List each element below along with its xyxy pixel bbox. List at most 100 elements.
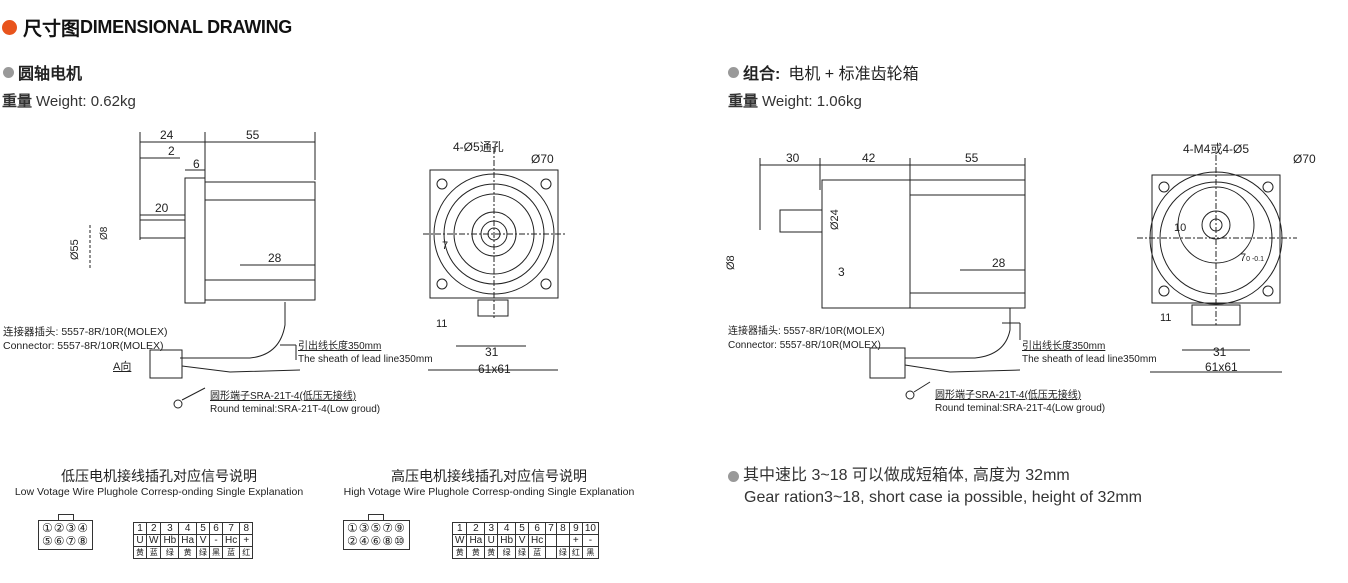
table-cell: 红 — [568, 546, 583, 559]
table-cell: 10 — [581, 522, 599, 535]
table-cell: V — [515, 534, 530, 547]
table-cell: 4 — [178, 522, 198, 535]
left-connector-note: 连接器插头: 5557-8R/10R(MOLEX) Connector: 555… — [3, 326, 168, 352]
left-dim-11: 11 — [436, 318, 448, 330]
orange-bullet-icon — [2, 20, 17, 35]
high-voltage-plug-icon: ①③⑤⑦⑨ ②④⑥⑧⑩ — [343, 514, 410, 550]
table-cell: 4 — [497, 522, 517, 535]
table-cell: 黄 — [451, 546, 468, 559]
right-dim-10: 10 — [1174, 222, 1187, 234]
table-cell: 1 — [133, 522, 147, 535]
table-cell: 黄 — [466, 546, 486, 559]
table-cell: Hc — [222, 534, 241, 547]
table-cell: 黑 — [209, 546, 224, 559]
dim-42: 42 — [862, 151, 876, 165]
dim-55: 55 — [965, 151, 979, 165]
left-side-view-drawing: 24 55 2 6 20 28 Ø55 Ø8 — [69, 128, 316, 409]
dim-3: 3 — [838, 265, 845, 279]
table-cell: Hb — [160, 534, 180, 547]
dim-phi55: Ø55 — [69, 239, 81, 260]
right-dim-7: 70 -0.1 — [1240, 252, 1265, 264]
left-subtitle: 圆轴电机 — [3, 60, 82, 84]
table-cell: + — [568, 534, 583, 547]
table-cell: 绿 — [515, 546, 530, 559]
gray-bullet-icon — [728, 66, 739, 78]
dim-28: 28 — [268, 251, 282, 265]
low-voltage-plug-icon: ①②③④ ⑤⑥⑦⑧ — [38, 514, 94, 550]
table-cell: 绿 — [555, 546, 570, 559]
left-dim-61x61: 61x61 — [478, 362, 511, 376]
color-row: 黄蓝绿黄绿黑蓝红 — [133, 546, 254, 559]
table-cell: 黄 — [484, 546, 499, 559]
table-cell: Hc — [528, 534, 547, 547]
table-cell: 黄 — [178, 546, 198, 559]
table-cell: 7 — [222, 522, 241, 535]
table-cell: 8 — [239, 522, 254, 535]
table-cell: 6 — [209, 522, 224, 535]
right-terminal-note: 圆形端子SRA-21T-4(低压无接线) Round teminal:SRA-2… — [935, 390, 1106, 414]
table-cell: Ha — [178, 534, 198, 547]
dim-30: 30 — [786, 151, 800, 165]
table-cell: 绿 — [196, 546, 211, 559]
left-a-direction: A向 — [113, 361, 132, 373]
table-cell: 红 — [239, 546, 254, 559]
title-cn: 尺寸图 — [23, 19, 81, 40]
left-terminal-note: 圆形端子SRA-21T-4(低压无接线) Round teminal:SRA-2… — [210, 391, 381, 415]
table-cell: 1 — [451, 522, 468, 535]
title-en: DIMENSIONAL DRAWING — [80, 17, 292, 37]
table-cell: 3 — [484, 522, 499, 535]
right-front-view-drawing — [1137, 155, 1297, 373]
table-cell: 9 — [568, 522, 583, 535]
left-dim-7: 7 — [442, 240, 449, 252]
table-cell: + — [239, 534, 254, 547]
gear-ratio-note: 其中速比 3~18 可以做成短箱体, 高度为 32mm Gear ration3… — [728, 465, 1142, 509]
table-cell: Hb — [497, 534, 517, 547]
dim-28: 28 — [992, 256, 1006, 270]
dim-2: 2 — [168, 144, 175, 158]
table-cell — [545, 546, 557, 559]
table-cell: 7 — [545, 522, 557, 535]
table-cell: 蓝 — [222, 546, 241, 559]
dim-6: 6 — [193, 157, 200, 171]
table-cell — [545, 534, 557, 547]
dim-20: 20 — [155, 201, 169, 215]
dim-phi24: Ø24 — [829, 209, 841, 230]
dim-phi8: Ø8 — [99, 226, 110, 240]
table-cell: 2 — [466, 522, 486, 535]
table-cell: U — [133, 534, 147, 547]
table-cell: 蓝 — [145, 546, 162, 559]
table-cell: - — [209, 534, 224, 547]
high-voltage-section: 高压电机接线插孔对应信号说明 High Votage Wire Plughole… — [343, 468, 635, 498]
table-cell: V — [196, 534, 211, 547]
table-cell: W — [451, 534, 468, 547]
right-dim-31: 31 — [1213, 345, 1227, 359]
left-dim-31: 31 — [485, 345, 499, 359]
right-lead-note: 引出线长度350mm The sheath of lead line350mm — [1022, 341, 1157, 365]
right-subtitle: 组合: 电机 + 标准齿轮箱 — [728, 60, 919, 84]
color-row: 黄黄黄绿绿蓝绿红黑 — [451, 546, 599, 559]
table-cell: 绿 — [160, 546, 180, 559]
table-cell: 绿 — [497, 546, 517, 559]
left-front-view-drawing — [423, 148, 566, 371]
table-cell: 2 — [145, 522, 162, 535]
right-phi70-label: Ø70 — [1293, 152, 1316, 166]
page-title: 尺寸图 DIMENSIONAL DRAWING — [2, 14, 292, 41]
left-holes-label: 4-Ø5通孔 — [453, 140, 504, 154]
table-cell: 6 — [528, 522, 547, 535]
table-cell: 3 — [160, 522, 180, 535]
table-cell: 8 — [555, 522, 570, 535]
table-cell: - — [581, 534, 599, 547]
low-voltage-section: 低压电机接线插孔对应信号说明 Low Votage Wire Plughole … — [14, 468, 304, 498]
right-dim-11: 11 — [1160, 312, 1172, 324]
table-cell: W — [145, 534, 162, 547]
table-cell: 黄 — [133, 546, 147, 559]
table-cell: Ha — [466, 534, 486, 547]
